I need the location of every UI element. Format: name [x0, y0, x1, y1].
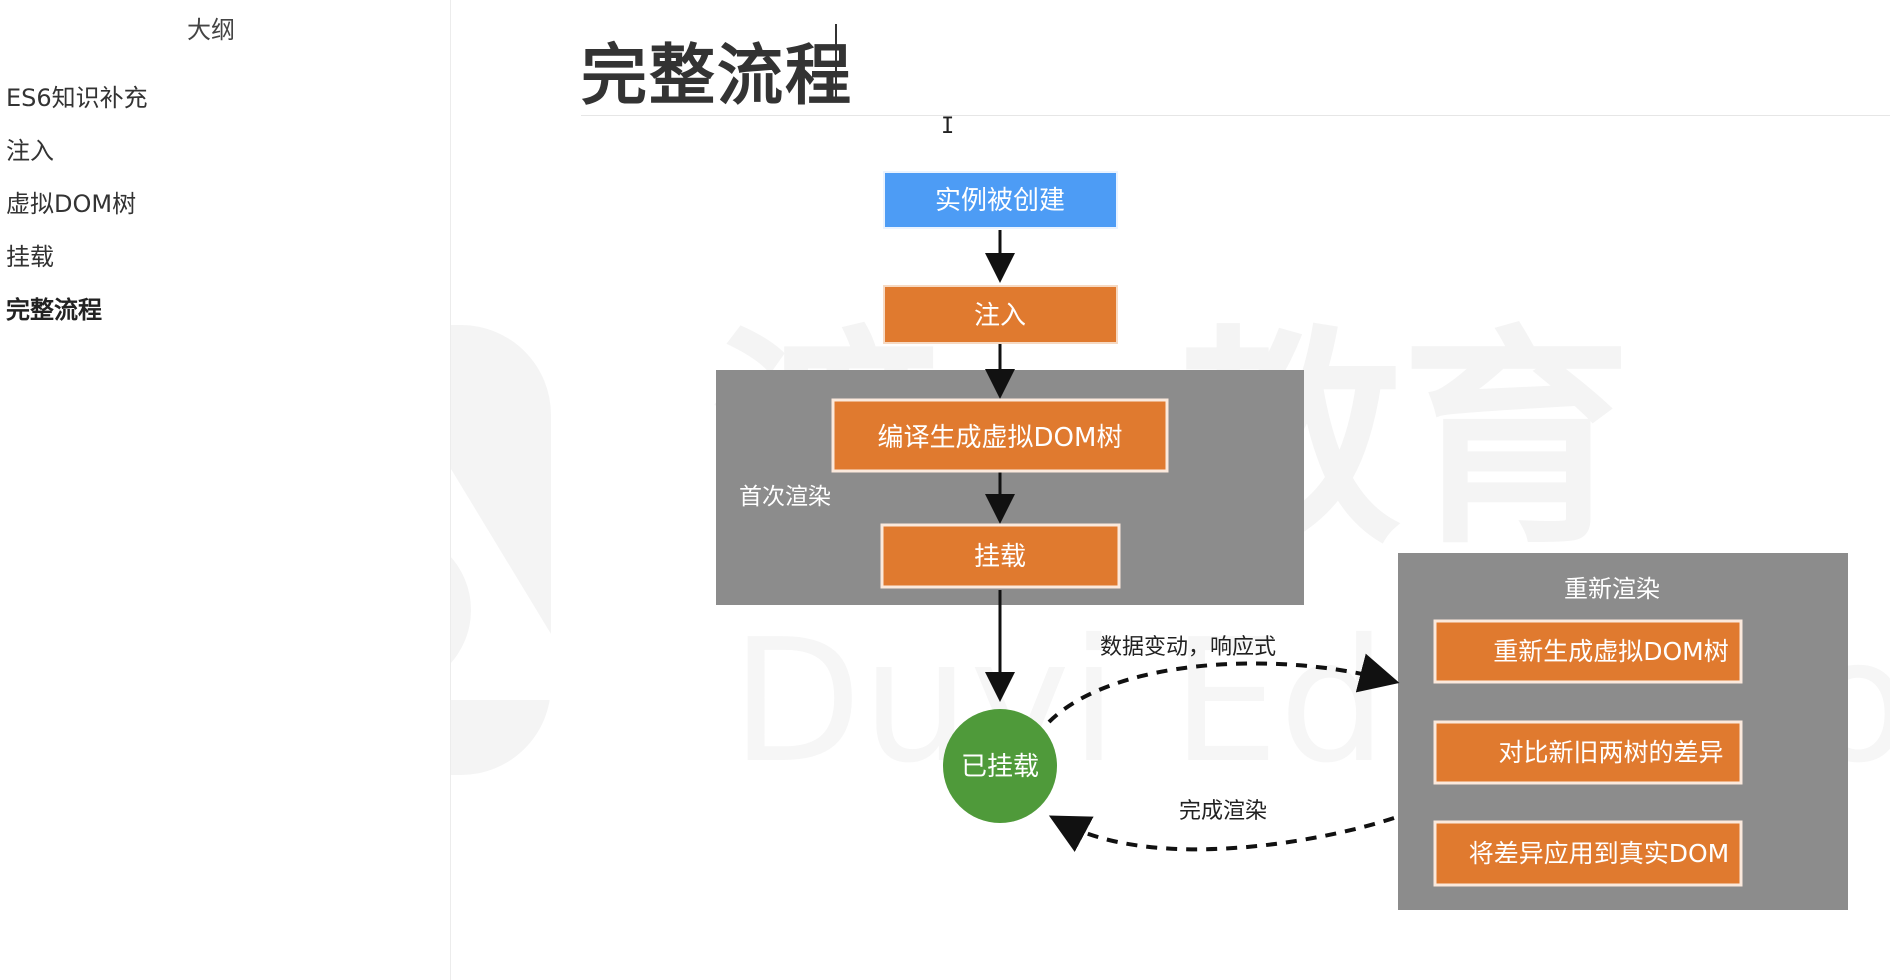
text-caret	[835, 24, 837, 98]
node-regen-vdom-label: 重新生成虚拟DOM树	[1493, 637, 1729, 666]
page-title[interactable]: 完整流程	[581, 37, 853, 114]
outline-title: 大纲	[187, 16, 235, 44]
node-mounted-label: 已挂载	[961, 752, 1039, 782]
outline-item-es6[interactable]: ES6知识补充	[6, 84, 148, 112]
node-mounted: 已挂载	[943, 709, 1057, 823]
edge-data-change-label: 数据变动，响应式	[1100, 635, 1276, 660]
title-divider	[581, 115, 1890, 116]
node-inject: 注入	[883, 285, 1118, 344]
outline-item-mount[interactable]: 挂载	[6, 243, 54, 271]
node-diff-trees-label: 对比新旧两树的差异	[1498, 738, 1723, 767]
outline-item-full-flow[interactable]: 完整流程	[6, 296, 102, 324]
flow-diagram: 渡一教育 Duyi Education 首次渲染 重新渲染 实例被创建 注入	[451, 171, 1890, 910]
outline-item-inject[interactable]: 注入	[6, 137, 54, 165]
node-inject-label: 注入	[974, 301, 1026, 331]
arrow-render-done	[1048, 815, 1395, 852]
ibeam-cursor-icon: I	[941, 114, 955, 139]
node-instance-created: 实例被创建	[883, 171, 1118, 229]
outline-item-virtual-dom[interactable]: 虚拟DOM树	[6, 190, 137, 218]
node-apply-diff-label: 将差异应用到真实DOM	[1469, 839, 1730, 868]
node-mount: 挂载	[880, 523, 1121, 589]
outline-sidebar: 大纲 ES6知识补充 注入 虚拟DOM树 挂载 完整流程	[0, 0, 451, 980]
edge-render-done-label: 完成渲染	[1179, 799, 1267, 824]
arrow-data-change	[1047, 653, 1400, 724]
rerender-label: 重新渲染	[1564, 575, 1660, 603]
watermark-logo	[451, 325, 591, 775]
node-compile-vdom-label: 编译生成虚拟DOM树	[878, 423, 1123, 453]
node-instance-created-label: 实例被创建	[935, 186, 1065, 216]
node-regen-vdom: 重新生成虚拟DOM树	[1433, 619, 1743, 684]
first-render-label: 首次渲染	[739, 484, 831, 510]
node-diff-trees: 对比新旧两树的差异	[1433, 720, 1743, 785]
node-compile-vdom: 编译生成虚拟DOM树	[831, 398, 1169, 473]
node-apply-diff: 将差异应用到真实DOM	[1433, 820, 1743, 887]
document-area: 渡一教育 Duyi Education 首次渲染 重新渲染 实例被创建 注入	[451, 0, 1890, 980]
node-mount-label: 挂载	[974, 542, 1026, 572]
